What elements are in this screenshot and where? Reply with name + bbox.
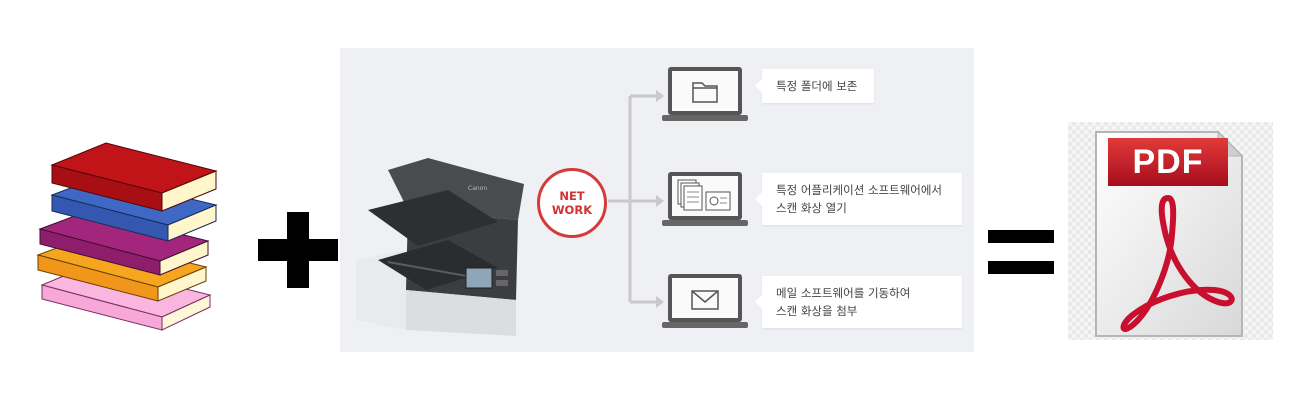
network-badge-line2: WORK xyxy=(551,203,593,217)
pdf-file-icon xyxy=(1095,130,1244,337)
laptop-envelope-icon xyxy=(662,274,748,328)
network-badge: NET WORK xyxy=(537,168,607,238)
svg-text:Canon: Canon xyxy=(468,185,487,192)
callout-text: 메일 소프트웨어를 기동하여 스캔 화상을 첨부 xyxy=(776,286,911,318)
callout-text: 특정 어플리케이션 소프트웨어에서 스캔 화상 열기 xyxy=(776,183,943,215)
connector-lines xyxy=(608,90,664,308)
network-badge-line1: NET xyxy=(559,189,585,203)
laptop-documents-app-icon xyxy=(662,172,748,226)
plus-sign-bar xyxy=(258,239,338,261)
callout-text: 특정 폴더에 보존 xyxy=(776,79,858,93)
book-stack-icon xyxy=(36,142,218,331)
callout-attach-mail: 메일 소프트웨어를 기동하여 스캔 화상을 첨부 xyxy=(755,276,962,328)
equals-sign xyxy=(988,230,1054,243)
callout-open-app: 특정 어플리케이션 소프트웨어에서 스캔 화상 열기 xyxy=(755,173,962,225)
pdf-label: PDF xyxy=(1132,142,1204,181)
scanner-icon: Canon xyxy=(356,158,524,336)
equals-sign-bar xyxy=(988,261,1054,274)
laptop-folder-icon xyxy=(662,67,748,121)
callout-save-folder: 특정 폴더에 보존 xyxy=(755,69,874,103)
